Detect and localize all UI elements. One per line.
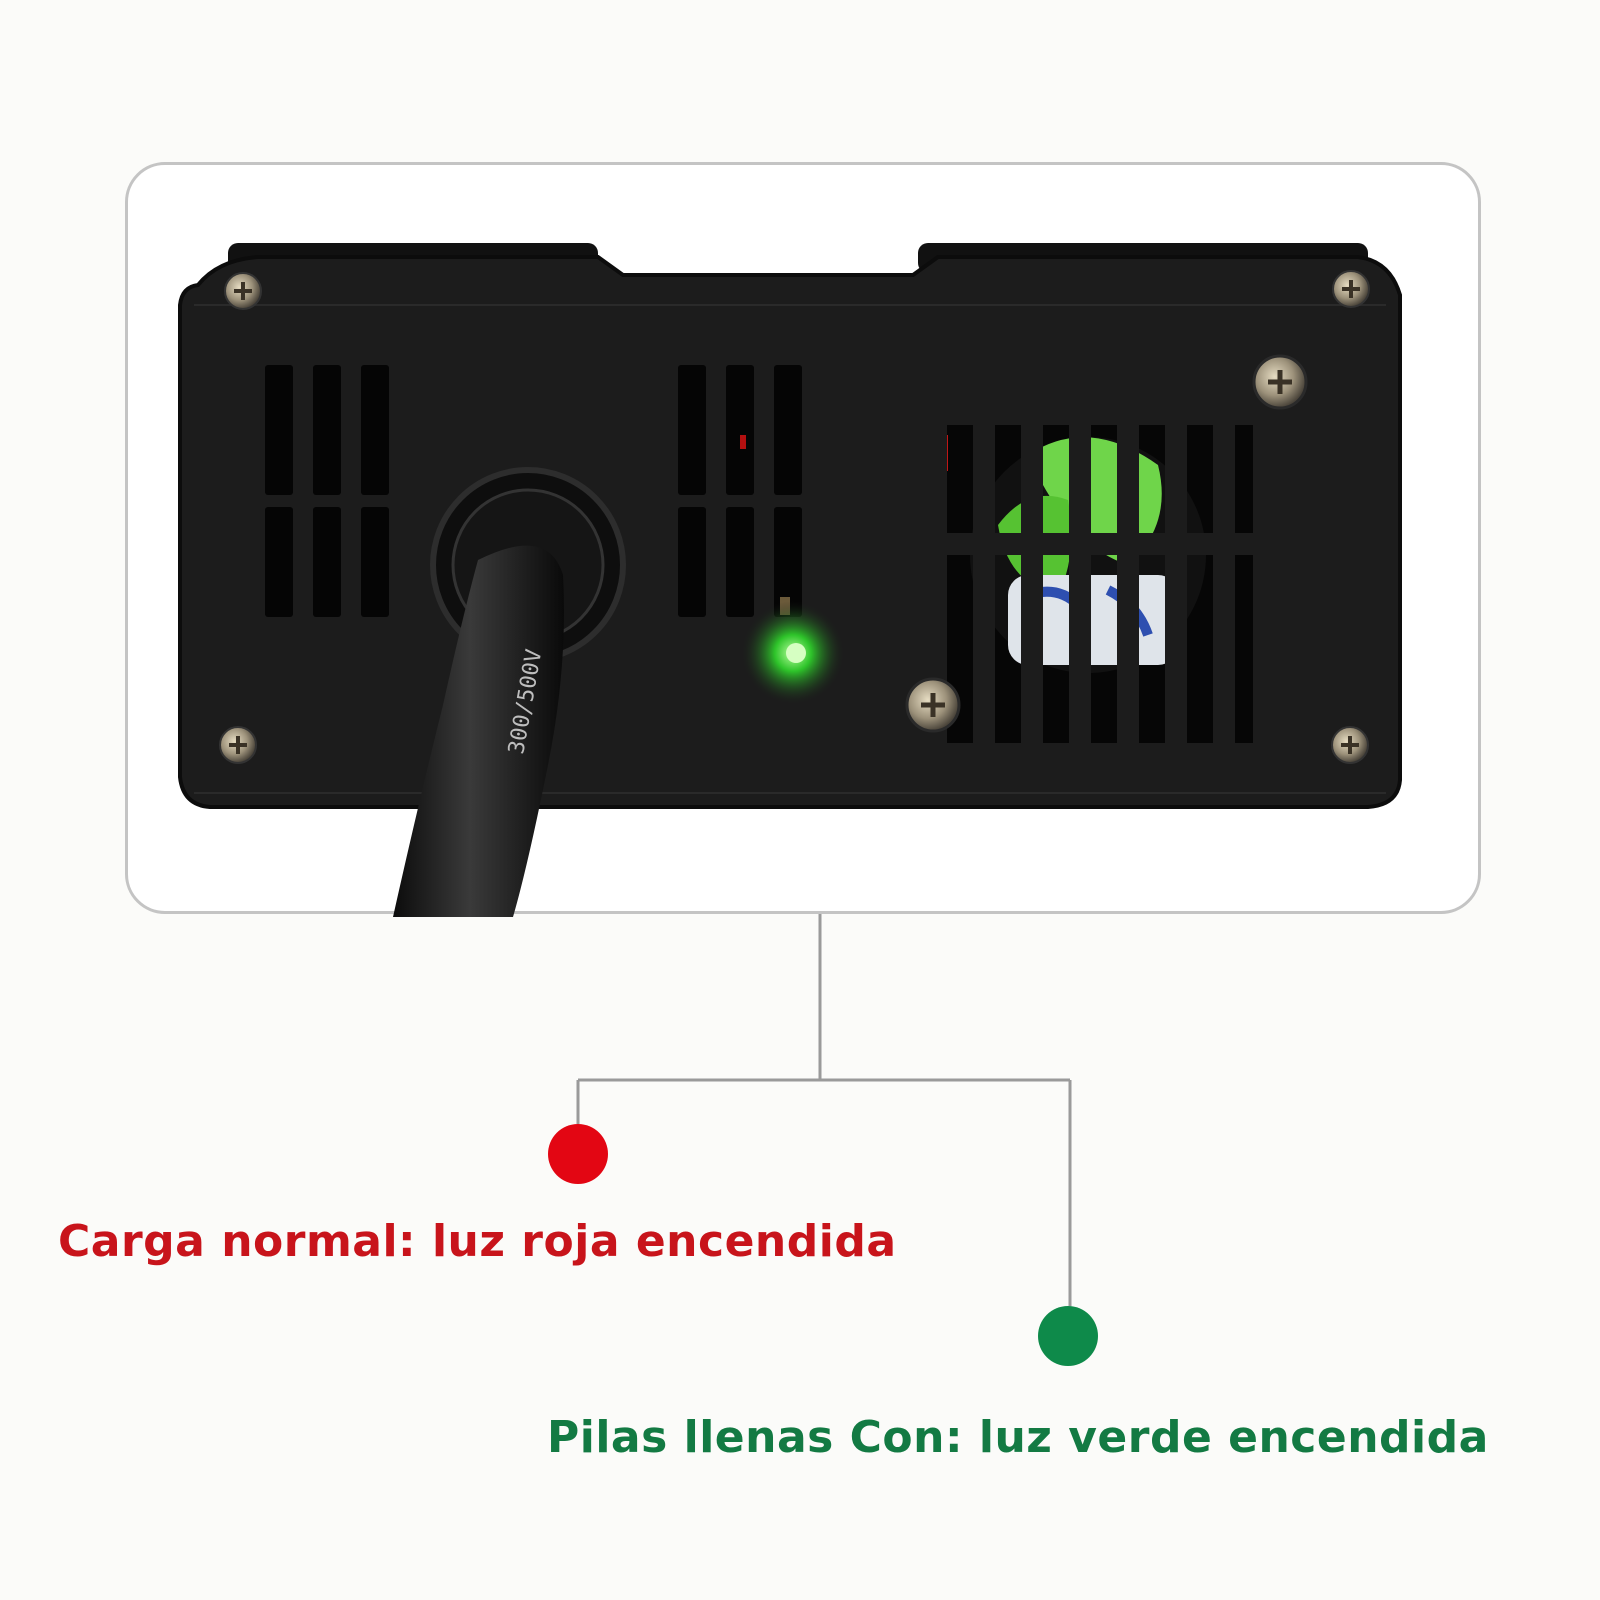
charger-photo: 300/500V bbox=[178, 243, 1402, 917]
red-indicator-dot bbox=[548, 1124, 608, 1184]
led-icon bbox=[741, 601, 845, 705]
cable-icon: 300/500V bbox=[393, 467, 626, 917]
red-indicator-label: Carga normal: luz roja encendida bbox=[58, 1216, 897, 1267]
left-vent bbox=[265, 365, 389, 617]
green-indicator-label: Pilas llenas Con: luz verde encendida bbox=[547, 1412, 1489, 1463]
screw-icon bbox=[219, 270, 1370, 764]
green-indicator-dot bbox=[1038, 1306, 1098, 1366]
product-photo-frame: 300/500V bbox=[125, 162, 1481, 917]
middle-vent bbox=[678, 365, 802, 617]
